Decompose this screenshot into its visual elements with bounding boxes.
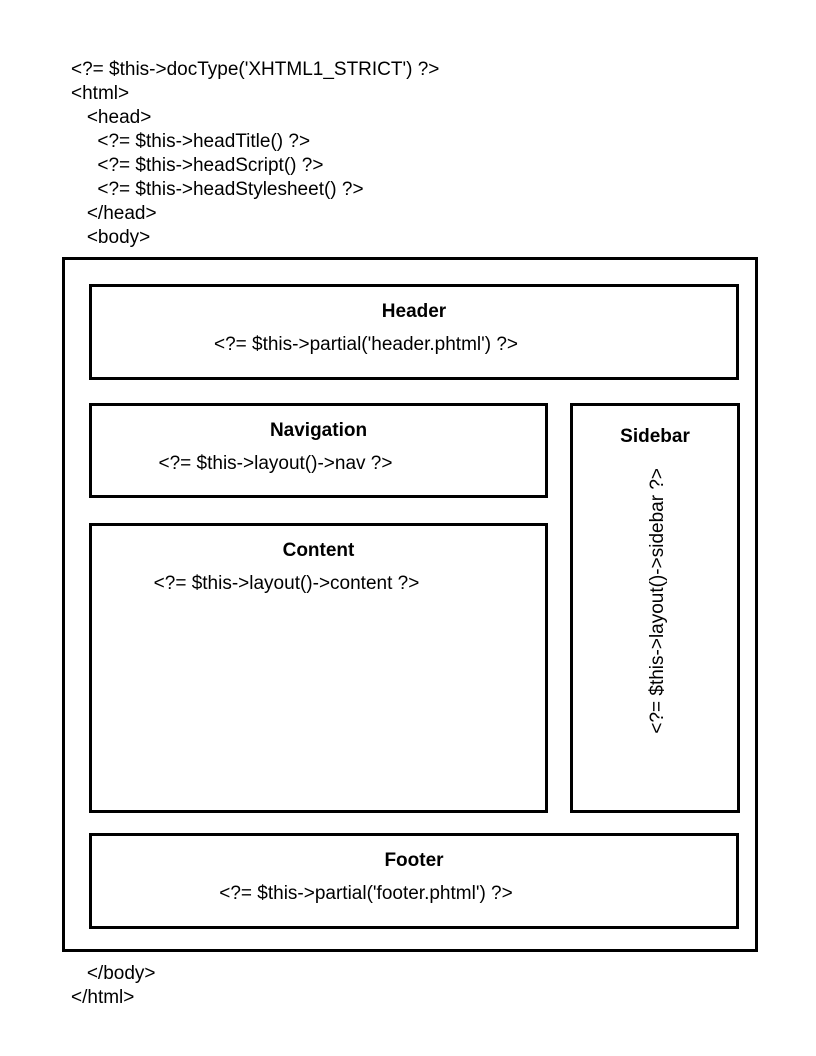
region-footer[interactable]: Footer <?= $this->partial('footer.phtml'… [89, 833, 739, 929]
region-header-code: <?= $this->partial('header.phtml') ?> [213, 334, 519, 355]
region-navigation-code: <?= $this->layout()->nav ?> [158, 453, 393, 474]
region-navigation[interactable]: Navigation <?= $this->layout()->nav ?> [89, 403, 548, 498]
region-content-title: Content [282, 540, 355, 561]
region-content[interactable]: Content <?= $this->layout()->content ?> [89, 523, 548, 813]
region-sidebar-code: <?= $this->layout()->sidebar ?> [647, 468, 668, 734]
region-header[interactable]: Header <?= $this->partial('header.phtml'… [89, 284, 739, 380]
region-footer-code: <?= $this->partial('footer.phtml') ?> [219, 883, 513, 904]
region-sidebar[interactable]: Sidebar <?= $this->layout()->sidebar ?> [570, 403, 740, 813]
region-sidebar-code-wrapper: <?= $this->layout()->sidebar ?> [573, 468, 737, 808]
region-sidebar-title: Sidebar [620, 426, 690, 447]
code-block-bottom: </body> </html> [71, 963, 156, 1008]
region-footer-title: Footer [384, 850, 444, 871]
region-navigation-title: Navigation [269, 420, 368, 441]
region-content-code: <?= $this->layout()->content ?> [153, 573, 420, 594]
code-block-top: <?= $this->docType('XHTML1_STRICT') ?> <… [71, 59, 440, 248]
region-header-title: Header [381, 301, 447, 322]
layout-container: Header <?= $this->partial('header.phtml'… [62, 257, 758, 952]
